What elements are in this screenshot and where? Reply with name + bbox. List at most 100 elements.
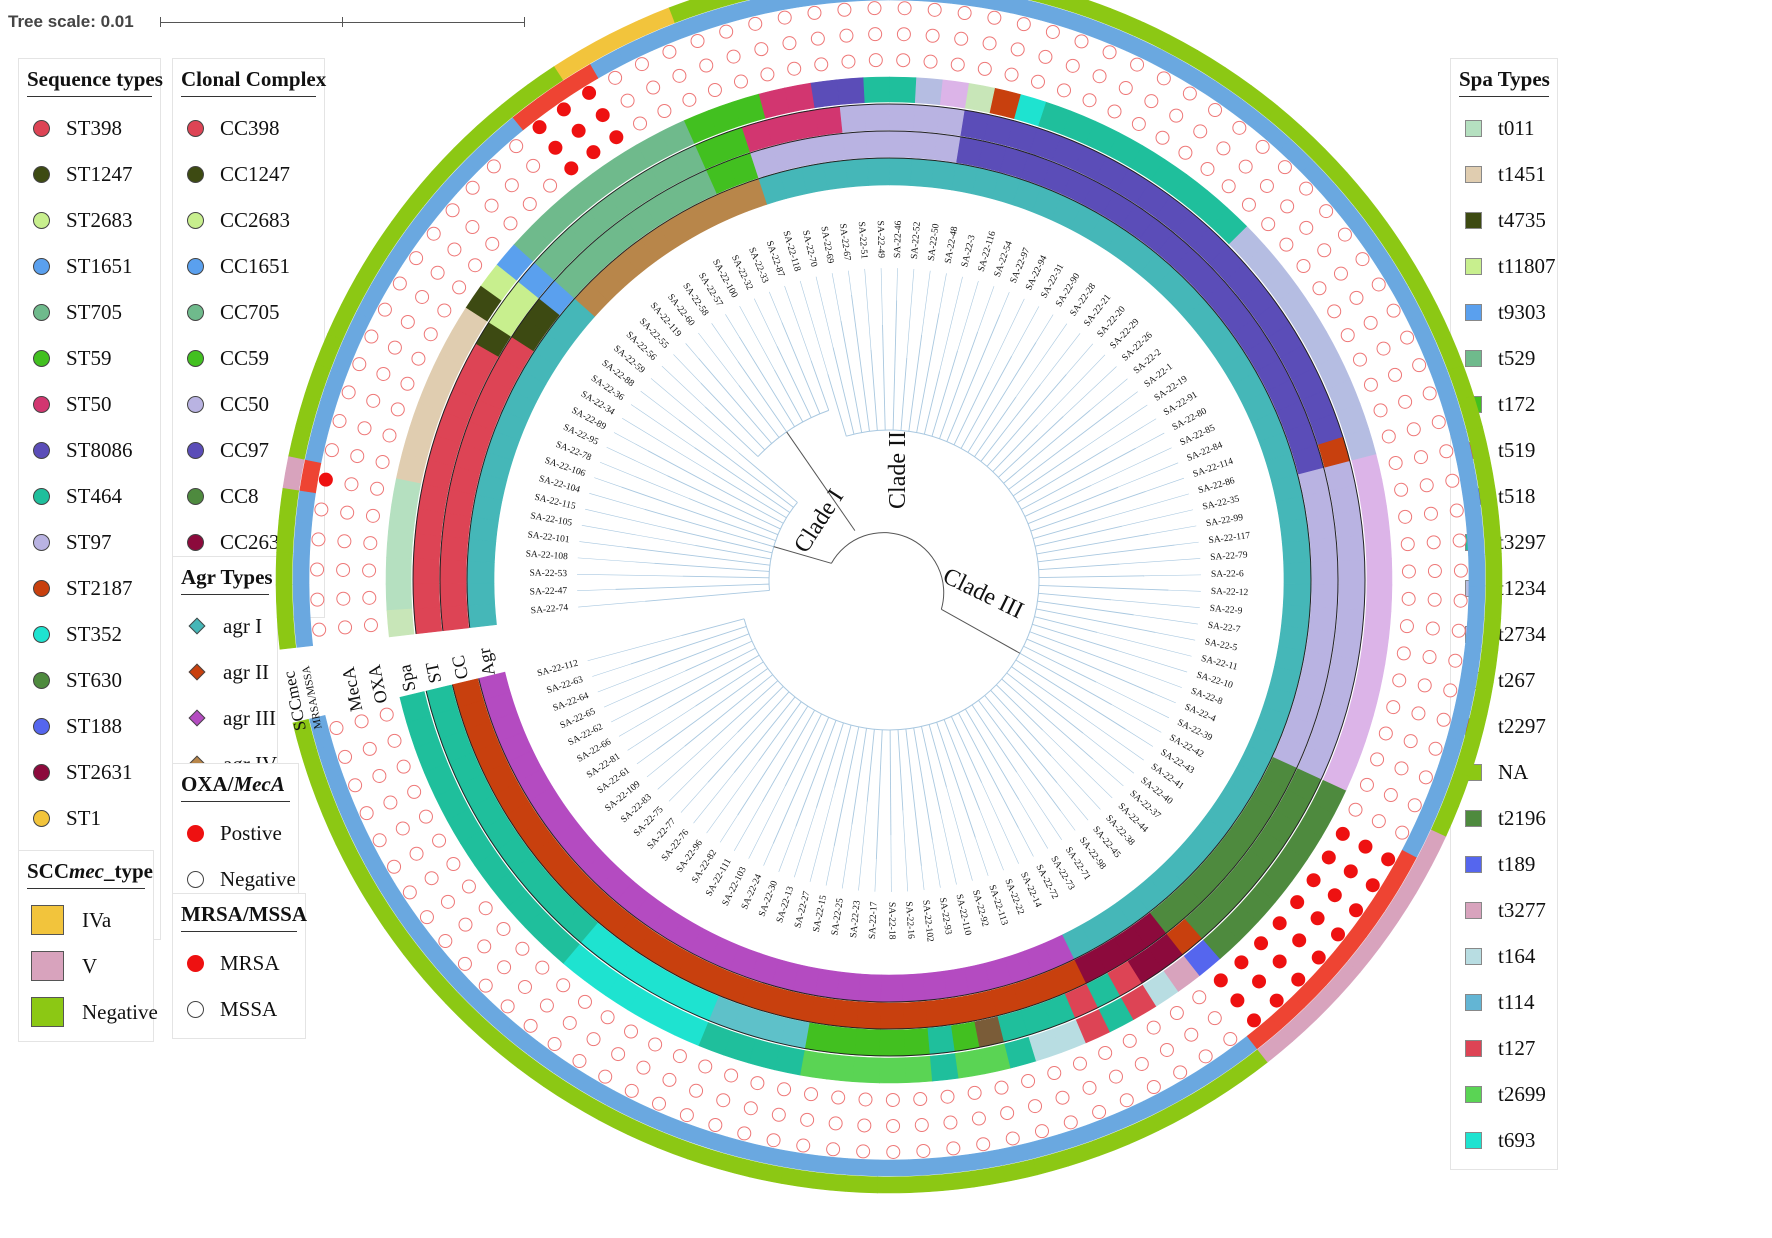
ring-mrsa-band-segment: [1392, 285, 1423, 321]
tree-branch: [626, 546, 770, 566]
negative-dot: [1451, 623, 1466, 638]
ring-mrsa-band-segment: [1420, 341, 1448, 377]
tree-branch: [874, 859, 877, 892]
negative-dot: [500, 999, 515, 1014]
color-swatch: [33, 717, 50, 735]
ring-mrsa-band-segment: [938, 1154, 972, 1175]
color-swatch: [1465, 257, 1482, 275]
ring-mrsa-band-segment: [365, 857, 396, 893]
negative-dot: [1400, 330, 1415, 345]
ring-spa-segment: [1326, 378, 1361, 413]
legend-item: ST2187: [27, 565, 152, 611]
ring-spa-segment: [836, 77, 865, 105]
color-swatch: [33, 395, 50, 413]
tree-branch: [1110, 599, 1200, 609]
tip-label: SA-22-46: [893, 220, 904, 258]
ring-spa-segment: [1344, 428, 1377, 461]
ring-label: Spa: [395, 663, 420, 693]
ring-sccmec-segment: [1033, 1150, 1069, 1176]
ring-sccmec-segment: [1457, 394, 1483, 431]
negative-dot: [312, 622, 327, 637]
ring-sccmec-segment: [1133, 20, 1170, 50]
negative-dot: [1255, 139, 1270, 154]
ring-sccmec-segment: [1002, 1158, 1038, 1183]
negative-dot: [1193, 124, 1208, 139]
tree-branch: [999, 292, 1010, 315]
ring-st-segment: [1333, 509, 1364, 538]
ring-sccmec-segment: [327, 304, 357, 341]
tree-branch: [1018, 827, 1034, 857]
legend-label: t114: [1498, 989, 1535, 1014]
tree-branch: [938, 273, 947, 314]
ring-sccmec-segment: [1477, 648, 1499, 683]
ring-mrsa-band-segment: [1341, 207, 1374, 243]
color-swatch: [33, 809, 50, 827]
positive-dot: [1331, 927, 1346, 942]
legend-label: ST630: [66, 667, 123, 692]
negative-dot: [611, 1047, 626, 1062]
ring-sccmec-segment: [1391, 249, 1423, 286]
negative-dot: [1221, 179, 1236, 194]
negative-dot: [337, 534, 352, 549]
positive-dot: [1230, 993, 1245, 1008]
ring-mrsa-band-segment: [589, 49, 626, 79]
tree-branch: [1095, 493, 1189, 521]
tree-branch: [892, 300, 898, 431]
ring-mrsa-band-segment: [1464, 615, 1485, 649]
tip-label: SA-22-105: [530, 511, 574, 528]
negative-dot: [886, 1118, 901, 1133]
ring-cc-segment: [440, 536, 469, 562]
tree-branch: [1060, 810, 1076, 831]
ring-spa-segment: [1357, 479, 1387, 510]
negative-dot: [1445, 473, 1460, 488]
positive-dot: [1254, 936, 1269, 951]
ring-sccmec-segment: [335, 837, 366, 874]
tree-branch: [658, 633, 750, 670]
color-swatch: [1465, 1039, 1482, 1057]
tree-branch: [1011, 666, 1072, 710]
color-box-swatch: [31, 997, 64, 1027]
negative-dot: [1417, 678, 1432, 693]
ring-mrsa-band-segment: [479, 1001, 515, 1035]
ring-sccmec-segment: [315, 333, 343, 370]
negative-dot: [657, 104, 672, 119]
ring-sccmec-segment: [656, 1132, 694, 1160]
negative-dot: [1381, 429, 1396, 444]
tree-branch: [1027, 486, 1119, 525]
negative-dot: [446, 856, 461, 871]
legend-label: t127: [1498, 1035, 1536, 1060]
tree-branch: [936, 722, 976, 838]
ring-mrsa-band-segment: [1255, 118, 1291, 152]
ring-sccmec-segment: [1384, 884, 1417, 922]
ring-spa-segment: [1277, 286, 1314, 323]
negative-dot: [743, 1101, 758, 1116]
color-swatch: [33, 625, 50, 643]
ring-sccmec-segment: [1150, 1101, 1188, 1132]
tree-branch: [1042, 729, 1113, 799]
ring-spa-segment: [439, 330, 475, 366]
tip-label: SA-22-99: [1205, 513, 1244, 529]
legend-label: agr I: [223, 613, 263, 638]
ring-spa-segment: [698, 1022, 733, 1056]
ring-agr-segment: [467, 603, 497, 629]
negative-dot: [1412, 358, 1427, 373]
ring-sccmec-segment: [1447, 364, 1474, 401]
negative-dot: [1021, 1074, 1036, 1089]
negative-dot: [1200, 161, 1215, 176]
negative-dot: [716, 1093, 731, 1108]
negative-dot: [1427, 592, 1442, 607]
color-swatch: [33, 349, 50, 367]
negative-dot: [1144, 94, 1159, 109]
ring-st-segment: [804, 1022, 834, 1053]
ring-agr-segment: [1281, 604, 1311, 629]
ring-sccmec-segment: [1093, 1128, 1130, 1157]
legend-item: ST1: [27, 795, 152, 841]
tree-branch: [864, 268, 872, 350]
negative-dot: [496, 921, 511, 936]
negative-dot: [418, 809, 433, 824]
negative-dot: [636, 1060, 651, 1075]
ring-mrsa-band-segment: [398, 909, 431, 945]
ring-st-segment: [1337, 584, 1366, 611]
ring-spa-segment: [1120, 984, 1157, 1020]
negative-dot: [379, 707, 394, 722]
